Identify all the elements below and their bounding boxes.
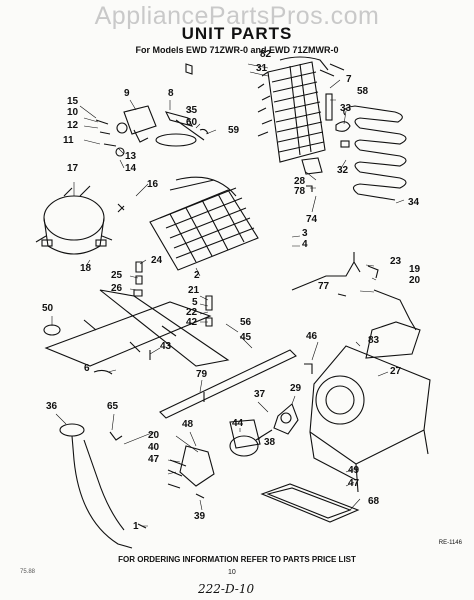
callout-3: 3 <box>302 228 308 239</box>
callout-15: 15 <box>67 96 79 107</box>
callout-49: 49 <box>348 465 360 476</box>
callout-44: 44 <box>232 418 244 429</box>
callout-46: 46 <box>306 331 318 342</box>
callout-21: 21 <box>188 285 200 296</box>
callout-27: 27 <box>390 366 402 377</box>
callout-50: 50 <box>42 303 54 314</box>
page-number: 10 <box>228 569 236 576</box>
callout-47: 47 <box>148 454 160 465</box>
relay-assembly <box>95 105 157 157</box>
corner-mark: 75.88 <box>20 569 36 575</box>
diagram-title: UNIT PARTS <box>181 24 293 43</box>
callout-2: 2 <box>194 270 200 281</box>
callout-23: 23 <box>390 256 402 267</box>
callout-9: 9 <box>124 88 130 99</box>
callout-45: 45 <box>240 332 252 343</box>
callout-17: 17 <box>67 163 79 174</box>
fan-motor <box>229 403 299 457</box>
callout-32: 32 <box>337 165 349 176</box>
part-58 <box>325 93 333 121</box>
callout-16: 16 <box>147 179 159 190</box>
callout-19: 19 <box>409 264 421 275</box>
compressor <box>35 185 113 255</box>
callout-74: 74 <box>306 214 318 225</box>
callout-20: 20 <box>409 275 421 286</box>
callout-22: 22 <box>186 307 198 318</box>
callout-42: 42 <box>186 317 198 328</box>
condenser-coil <box>257 56 329 163</box>
callout-34: 34 <box>408 197 420 208</box>
callout-37: 37 <box>254 389 266 400</box>
callout-65: 65 <box>107 401 119 412</box>
callout-83: 83 <box>368 335 380 346</box>
diagram-subtitle: For Models EWD 71ZWR-0 and EWD 71ZMWR-0 <box>135 45 339 55</box>
callout-11: 11 <box>63 135 74 146</box>
callout-25: 25 <box>111 270 123 281</box>
callout-79: 79 <box>196 369 208 380</box>
callout-18: 18 <box>80 263 92 274</box>
callout-68: 68 <box>368 496 380 507</box>
support-rail <box>159 349 297 419</box>
callout-33: 33 <box>340 103 352 114</box>
callout-43: 43 <box>160 341 172 352</box>
callout-59: 59 <box>228 125 240 136</box>
callout-20-lower: 20 <box>148 430 160 441</box>
callout-78: 78 <box>294 186 306 197</box>
callout-35: 35 <box>186 105 198 116</box>
ordering-note: FOR ORDERING INFORMATION REFER TO PARTS … <box>118 555 356 564</box>
callout-13: 13 <box>125 151 137 162</box>
callout-47-right: 47 <box>348 478 360 489</box>
callout-39: 39 <box>194 511 206 522</box>
callout-14: 14 <box>125 163 137 174</box>
figure-reference: RE-1146 <box>438 540 462 546</box>
callout-8: 8 <box>168 88 174 99</box>
callout-82: 82 <box>260 49 272 60</box>
callout-6: 6 <box>84 363 90 374</box>
callout-26: 26 <box>111 283 123 294</box>
watermark: AppliancePartsPros.com <box>94 2 380 30</box>
callout-36: 36 <box>46 401 58 412</box>
callout-77: 77 <box>318 281 330 292</box>
drain-pan <box>260 483 360 523</box>
callout-4: 4 <box>302 239 308 250</box>
callout-10: 10 <box>67 107 79 118</box>
callout-58: 58 <box>357 86 369 97</box>
base-frame <box>44 289 230 367</box>
callout-31: 31 <box>256 63 268 74</box>
callout-56: 56 <box>240 317 252 328</box>
callout-1: 1 <box>133 521 139 532</box>
callout-29: 29 <box>290 383 302 394</box>
callout-38: 38 <box>264 437 276 448</box>
callout-12: 12 <box>67 120 79 131</box>
callout-48: 48 <box>182 419 194 430</box>
callout-7: 7 <box>346 74 352 85</box>
callout-28: 28 <box>294 176 306 187</box>
callout-24: 24 <box>151 255 163 266</box>
handwritten-note: 222-D-10 <box>198 582 255 596</box>
wiring-harness <box>59 423 147 549</box>
callout-40: 40 <box>148 442 160 453</box>
wire-grid-condenser <box>149 176 259 271</box>
callout-5: 5 <box>192 297 198 308</box>
fan-shroud <box>309 345 431 493</box>
callout-60: 60 <box>186 117 198 128</box>
evaporator-coil <box>343 105 407 201</box>
